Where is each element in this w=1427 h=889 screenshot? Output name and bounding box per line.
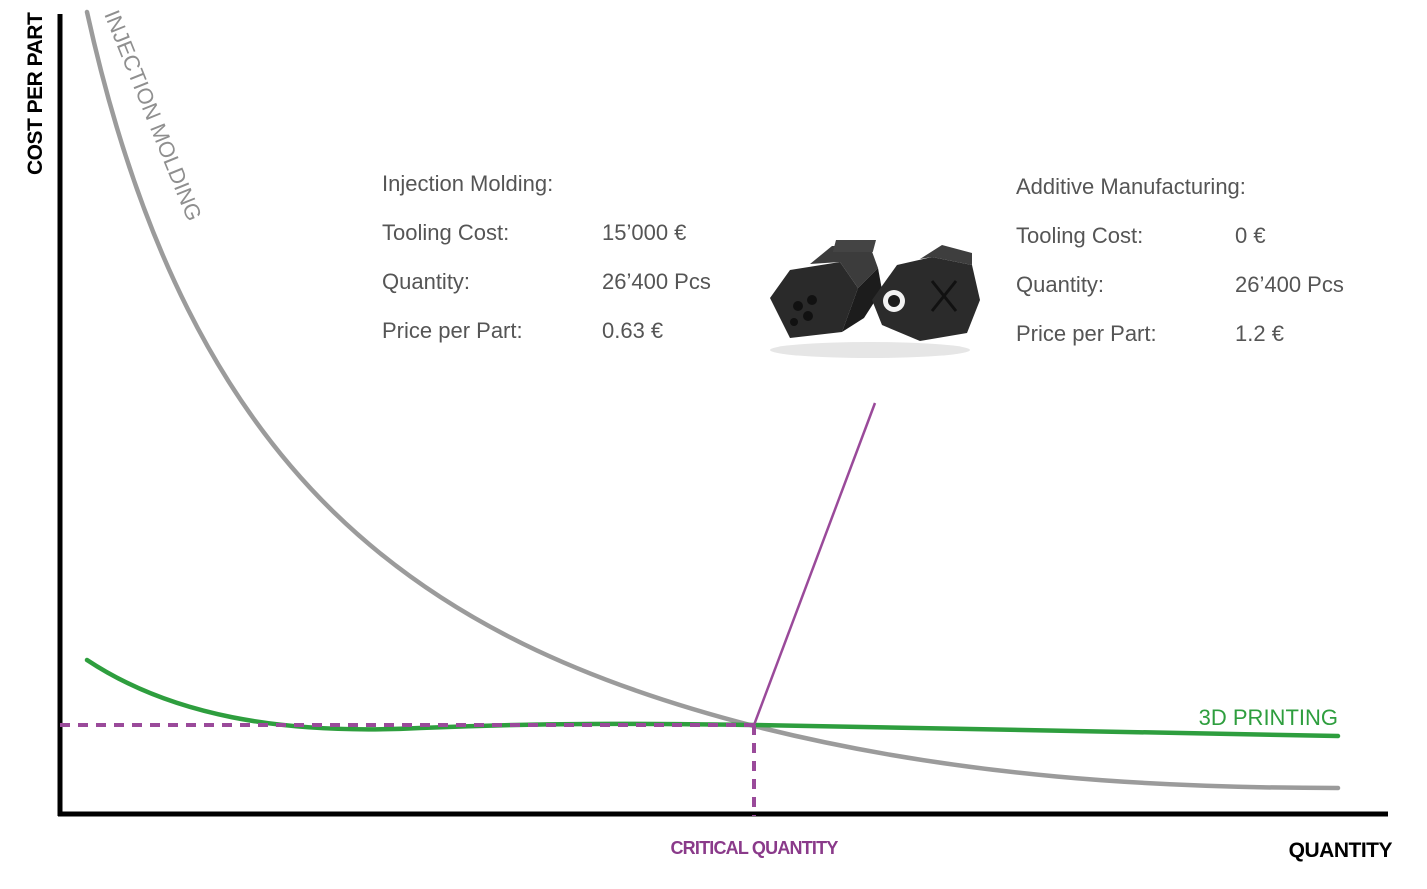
y-axis-title: COST PER PART xyxy=(24,12,47,175)
injection-heading: Injection Molding: xyxy=(382,171,554,196)
injection-price-value: 0.63 € xyxy=(602,318,664,343)
injection-info-panel: Injection Molding: Tooling Cost: 15’000 … xyxy=(382,168,762,358)
injection-tooling-label: Tooling Cost: xyxy=(382,220,510,245)
connector-parts-icon xyxy=(770,240,980,358)
additive-price-value: 1.2 € xyxy=(1235,321,1284,346)
additive-heading: Additive Manufacturing: xyxy=(1016,174,1246,199)
callout-leader-line xyxy=(752,402,877,726)
x-axis-title: QUANTITY xyxy=(1289,839,1393,862)
injection-price-label: Price per Part: xyxy=(382,318,523,343)
additive-quantity-label: Quantity: xyxy=(1016,272,1105,297)
injection-quantity-value: 26’400 Pcs xyxy=(602,269,711,294)
series-3d-printing-label: 3D PRINTING xyxy=(1199,705,1338,730)
additive-tooling-label: Tooling Cost: xyxy=(1016,223,1144,248)
injection-quantity-label: Quantity: xyxy=(382,269,471,294)
additive-quantity-value: 26’400 Pcs xyxy=(1235,272,1344,297)
injection-tooling-value: 15’000 € xyxy=(602,220,687,245)
additive-tooling-value: 0 € xyxy=(1235,223,1266,248)
critical-quantity-label: CRITICAL QUANTITY xyxy=(670,838,838,858)
series-injection-molding-line xyxy=(84,9,1341,791)
additive-price-label: Price per Part: xyxy=(1016,321,1157,346)
additive-info-panel: Additive Manufacturing: Tooling Cost: 0 … xyxy=(1016,171,1406,361)
